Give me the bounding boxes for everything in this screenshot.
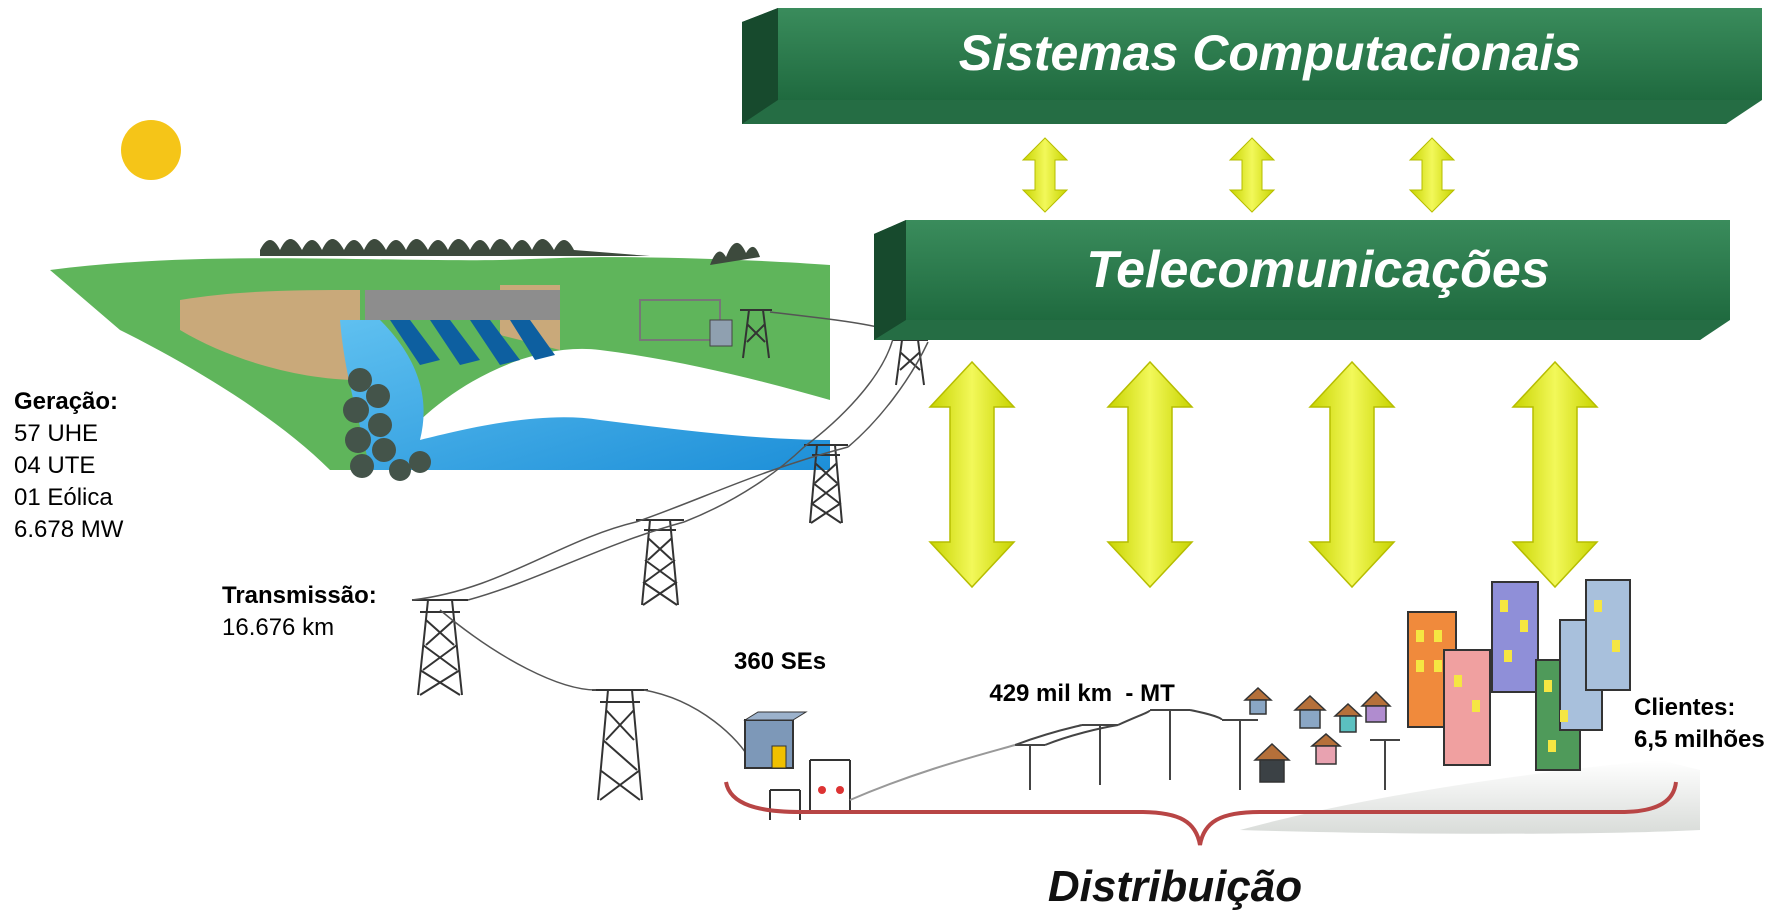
distribution-poles [849, 709, 1400, 801]
telecomunicacoes-box [874, 220, 1730, 340]
houses [1243, 686, 1392, 783]
double-arrow-icon [1511, 360, 1599, 589]
tree-line [260, 239, 760, 265]
sistemas-computacionais-box [742, 8, 1762, 124]
transmissao-label: Transmissão: 16.676 km [222, 580, 377, 644]
double-arrow-icon [1408, 137, 1456, 213]
double-arrow-icon [928, 360, 1016, 589]
substation-illustration [743, 711, 851, 820]
geracao-line: 57 UHE [14, 420, 99, 447]
transmissao-value: 16.676 km [222, 614, 335, 641]
small-arrows [1021, 137, 1456, 213]
sistemas-computacionais-title: Sistemas Computacionais [958, 25, 1582, 81]
geracao-line: 6.678 MW [14, 516, 124, 543]
sun-icon [121, 120, 181, 180]
subestacoes-label: 360 SEs [734, 646, 826, 678]
geracao-title: Geração: [14, 388, 119, 415]
city-buildings [1407, 579, 1631, 771]
clientes-title: Clientes: [1634, 694, 1736, 721]
geracao-line: 04 UTE [14, 452, 96, 479]
telecomunicacoes-title: Telecomunicações [1086, 241, 1550, 299]
large-arrows [928, 360, 1599, 589]
transmissao-title: Transmissão: [222, 582, 377, 609]
clientes-label: Clientes: 6,5 milhões [1634, 692, 1765, 756]
clientes-value: 6,5 milhões [1634, 726, 1765, 753]
geracao-line: 01 Eólica [14, 484, 113, 511]
distribuicao-title: Distribuição [1047, 862, 1303, 911]
rede-mt-text: 429 mil km - MT [989, 680, 1175, 707]
rede-mt-label: 429 mil km - MT [976, 646, 1175, 710]
double-arrow-icon [1308, 360, 1396, 589]
geracao-label: Geração: 57 UHE 04 UTE 01 Eólica 6.678 M… [14, 386, 123, 546]
forest-cluster [343, 368, 431, 481]
double-arrow-icon [1106, 360, 1194, 589]
transmission-towers [412, 309, 928, 801]
subestacoes-text: 360 SEs [734, 648, 827, 675]
distribution-brace [724, 781, 1678, 846]
double-arrow-icon [1021, 137, 1069, 213]
hydro-plant-illustration [50, 257, 830, 470]
ground [1240, 760, 1700, 834]
double-arrow-icon [1228, 137, 1276, 213]
